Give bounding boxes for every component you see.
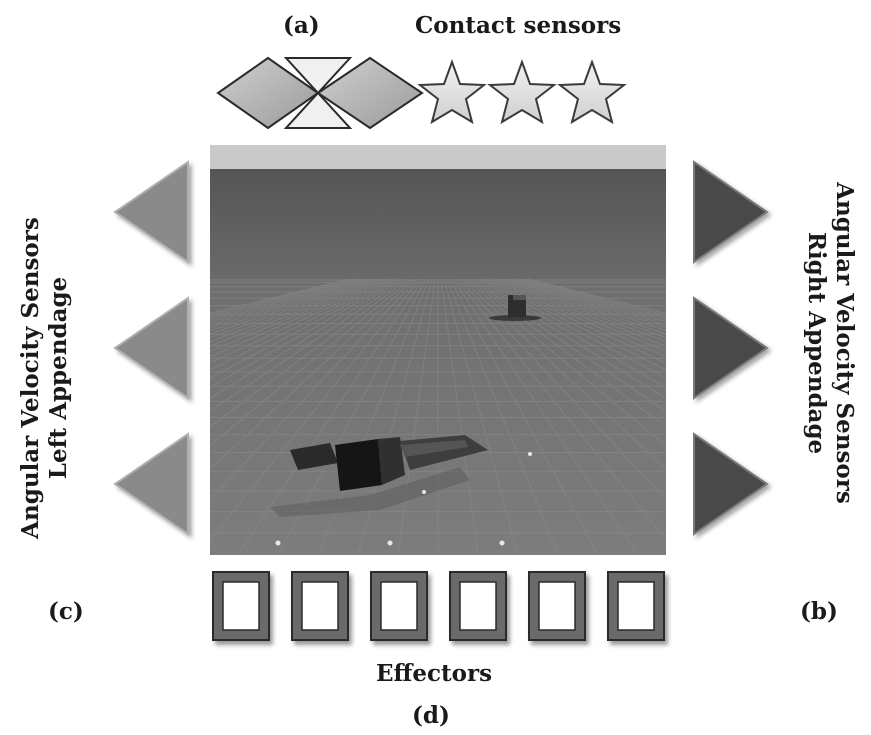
grid-line xyxy=(506,278,666,332)
grid-line xyxy=(440,278,479,555)
panel-label-d: (d) xyxy=(412,702,450,729)
panel-label-b: (b) xyxy=(800,598,838,625)
panel-label-a: (a) xyxy=(283,12,320,39)
star-icon xyxy=(557,59,627,125)
panel-label-c: (c) xyxy=(48,598,84,625)
grid-line xyxy=(210,278,397,379)
marker-dots xyxy=(275,452,532,546)
grid-line xyxy=(479,278,666,379)
grid-line xyxy=(210,278,421,541)
grid-line xyxy=(210,278,406,412)
grid-line xyxy=(446,278,559,555)
contact-sensors-title: Contact sensors xyxy=(415,12,622,39)
grid-line xyxy=(210,278,415,470)
effector-icon xyxy=(370,571,428,641)
grid-line xyxy=(210,278,391,364)
grid-line xyxy=(210,278,367,329)
grid-line xyxy=(476,278,666,389)
right-triangle-icon xyxy=(693,296,769,400)
grid-line xyxy=(482,278,666,371)
grid-line xyxy=(397,278,436,555)
sky xyxy=(210,169,666,279)
grid-line xyxy=(473,278,666,399)
distant-block xyxy=(489,295,541,321)
effector-icon xyxy=(607,571,665,641)
grid-line xyxy=(461,278,666,470)
grid-line xyxy=(503,278,666,335)
floor-grid xyxy=(210,278,666,555)
grid-line xyxy=(455,278,666,541)
contact-sensors-row xyxy=(216,56,627,130)
grid-line xyxy=(470,278,666,412)
grid-line xyxy=(237,278,424,555)
diamond-icon xyxy=(316,56,424,130)
left-triangle-icon xyxy=(113,160,189,264)
grid-line xyxy=(467,278,666,428)
grid-line xyxy=(210,278,418,501)
right-triangle-icon xyxy=(693,432,769,536)
grid-line xyxy=(210,278,379,343)
hourglass-icon xyxy=(283,57,353,129)
grid-line xyxy=(210,278,403,399)
grid-line xyxy=(210,278,409,428)
grid-line xyxy=(500,278,666,339)
grid-line xyxy=(210,278,373,335)
grid-line xyxy=(210,278,412,447)
grid-line xyxy=(491,278,666,352)
grid-line xyxy=(485,278,666,364)
grid-line xyxy=(210,278,370,332)
left-triangle-icon xyxy=(113,432,189,536)
grid-line xyxy=(210,278,400,389)
grid-line xyxy=(449,278,599,555)
grid-line xyxy=(497,278,666,343)
right-triangle-icon xyxy=(693,160,769,264)
star-icon xyxy=(417,59,487,125)
grid-line xyxy=(464,278,666,447)
robot-body xyxy=(270,435,488,517)
effector-icon xyxy=(291,571,349,641)
grid-line xyxy=(509,278,666,329)
angular-velocity-sensors xyxy=(113,160,769,536)
grid-line xyxy=(210,278,382,347)
left-triangle-icon xyxy=(113,296,189,400)
top-band xyxy=(210,145,666,169)
grid-line xyxy=(494,278,666,347)
grid-line xyxy=(210,278,394,371)
simulation-view xyxy=(210,145,666,555)
grid-line xyxy=(210,278,376,339)
grid-line xyxy=(210,278,385,352)
grid-line xyxy=(488,278,666,358)
grid-line xyxy=(458,278,666,501)
grid-line xyxy=(210,278,388,358)
effectors-label: Effectors xyxy=(376,660,493,687)
effector-icon xyxy=(449,571,507,641)
star-icon xyxy=(487,59,557,125)
effector-icon xyxy=(528,571,586,641)
grid-line xyxy=(443,278,519,555)
effector-icon xyxy=(212,571,270,641)
grid-line xyxy=(452,278,639,555)
